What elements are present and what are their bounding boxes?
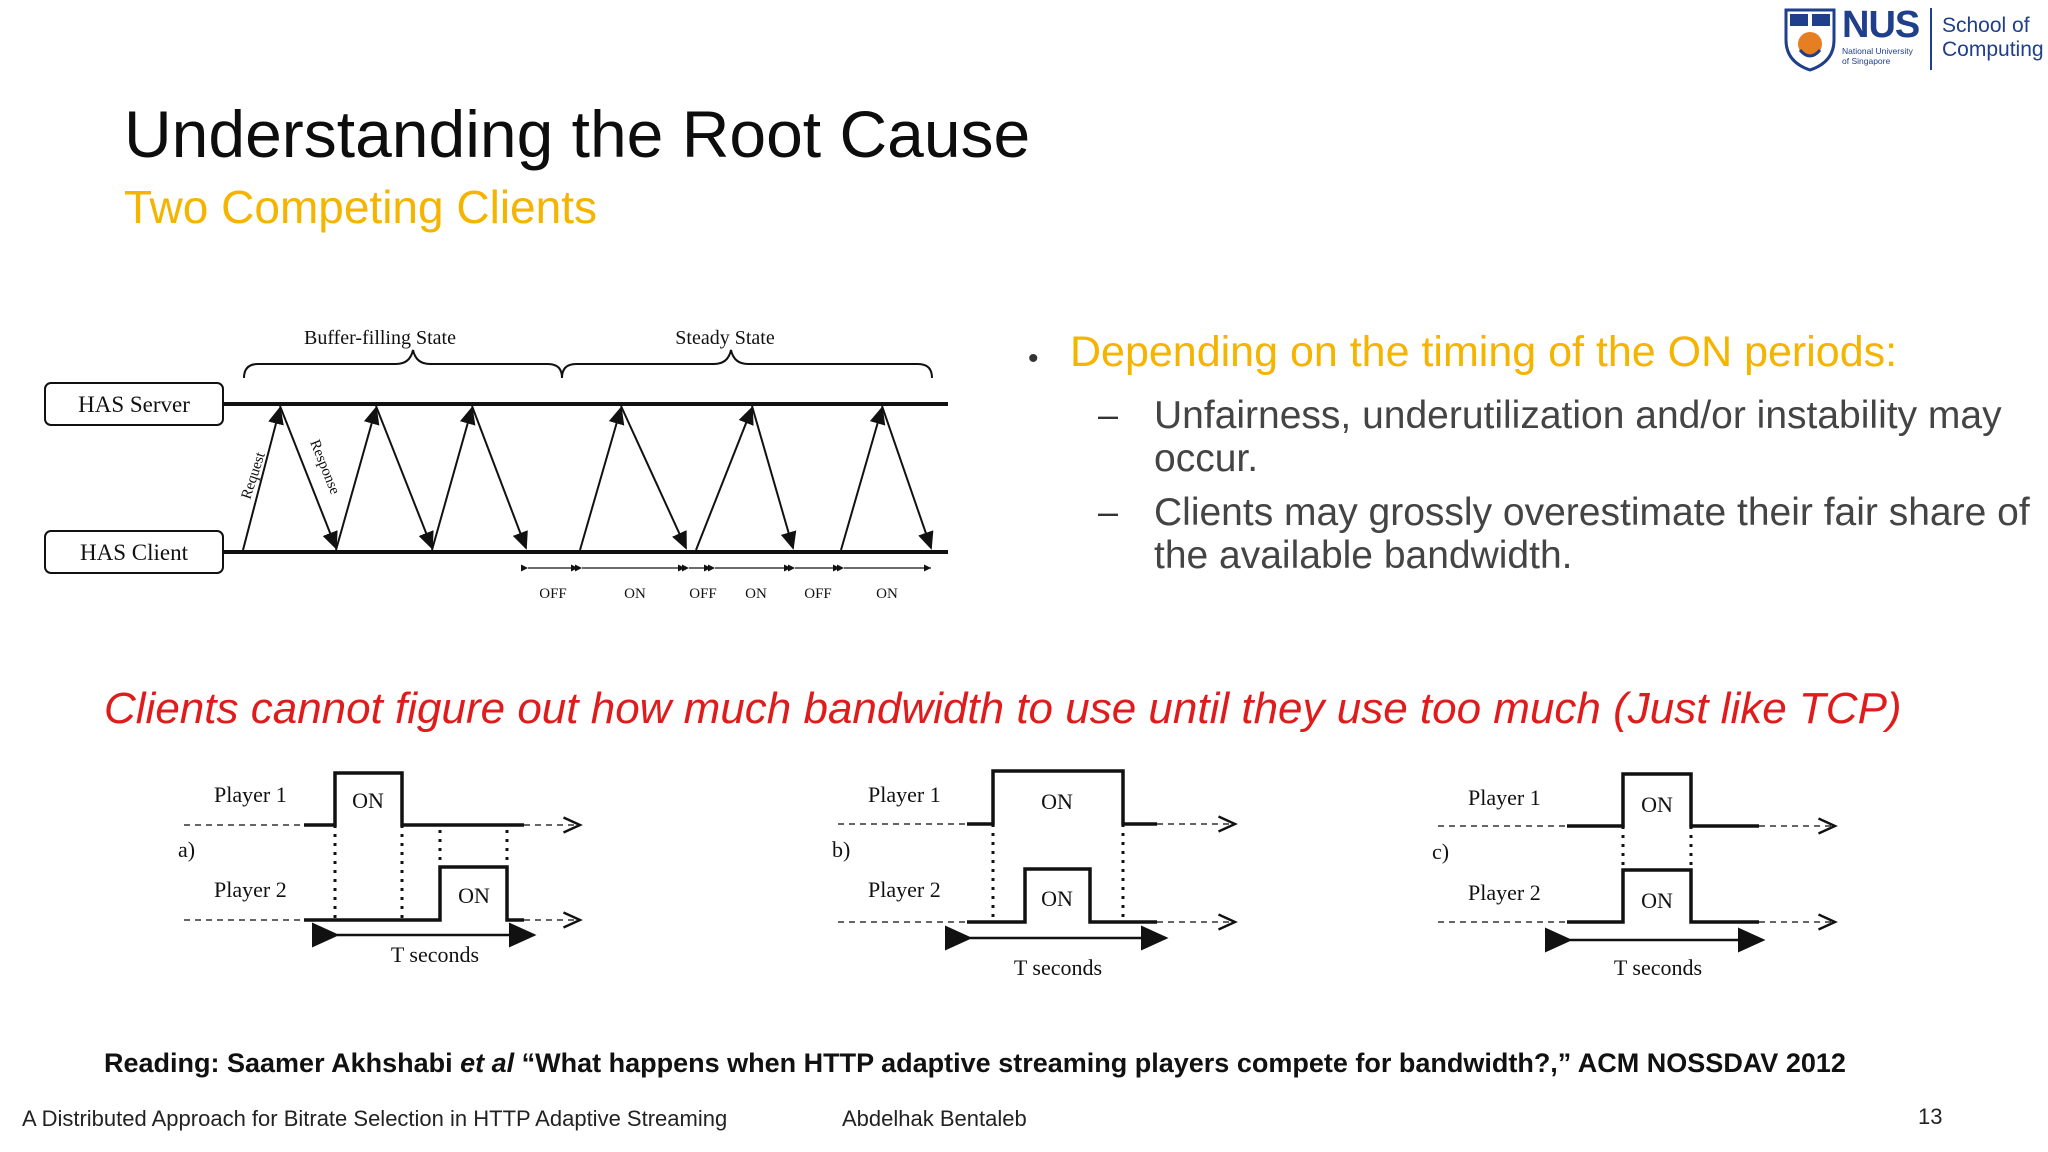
bullet-dash: – (1098, 394, 1119, 435)
reading-reference: Reading: Saamer Akhshabi et al “What hap… (104, 1048, 1846, 1079)
player2-label: Player 2 (214, 877, 287, 902)
player1-signal (967, 769, 1157, 826)
nus-logo: NUS National University of Singapore Sch… (1780, 4, 2048, 74)
player2-on-label: ON (1041, 886, 1073, 911)
bullet-sub-text: Clients may grossly overestimate their f… (1154, 491, 2030, 577)
slide-subtitle: Two Competing Clients (124, 181, 597, 233)
player1-signal (304, 771, 524, 827)
reading-etal: et al (460, 1048, 515, 1078)
logo-university: National University of Singapore (1842, 46, 1932, 66)
reading-prefix: Reading: Saamer Akhshabi (104, 1048, 461, 1078)
period-label: T seconds (391, 942, 479, 967)
timing-panel-c: Player 1 c) Player 2 ON ON T seconds (1432, 772, 1838, 980)
player1-on-label: ON (1041, 789, 1073, 814)
player2-label: Player 2 (868, 877, 941, 902)
has-client-label: HAS Client (80, 540, 189, 565)
player2-on-label: ON (458, 883, 490, 908)
period-label-on: ON (876, 586, 898, 602)
bullet-sub-text: Unfairness, underutilization and/or inst… (1154, 394, 2002, 480)
player1-signal (1567, 772, 1759, 828)
logo-university-line: of Singapore (1842, 56, 1891, 66)
reading-suffix: “What happens when HTTP adaptive streami… (514, 1048, 1846, 1078)
period-label-off: OFF (804, 586, 832, 602)
logo-school-line: Computing (1942, 38, 2044, 61)
period-label-on: ON (745, 586, 767, 602)
nus-crest-icon (1784, 8, 1836, 72)
period-label-off: OFF (539, 586, 567, 602)
panel-letter: a) (178, 837, 195, 862)
player1-on-label: ON (352, 788, 384, 813)
slide-title: Understanding the Root Cause (124, 97, 1031, 171)
panel-letter: c) (1432, 839, 1449, 864)
page-number: 13 (1918, 1104, 1943, 1129)
phase-label-buffer-filling: Buffer-filling State (304, 327, 456, 349)
alignment-markers (333, 825, 509, 920)
period-label: T seconds (1014, 955, 1102, 980)
has-timeline-diagram: Buffer-filling State Steady State HAS Se… (44, 327, 948, 602)
logo-school: School of Computing (1942, 14, 2044, 62)
panel-letter: b) (832, 837, 850, 862)
player1-label: Player 1 (868, 782, 941, 807)
player2-signal (967, 867, 1157, 924)
period-label-off: OFF (689, 586, 717, 602)
buffer-filling-brace (243, 349, 563, 379)
player2-label: Player 2 (1468, 880, 1541, 905)
alignment-markers (1621, 826, 1693, 870)
logo-school-line: School of (1942, 14, 2030, 37)
phase-label-steady: Steady State (675, 327, 775, 349)
logo-divider (1930, 8, 1932, 70)
timing-panel-b: Player 1 b) Player 2 ON ON T seconds (832, 769, 1238, 980)
player1-label: Player 1 (214, 782, 287, 807)
has-server-label: HAS Server (78, 392, 190, 417)
footer-presentation-title: A Distributed Approach for Bitrate Selec… (22, 1106, 728, 1131)
period-label-on: ON (624, 586, 646, 602)
highlight-statement: Clients cannot figure out how much bandw… (104, 684, 1902, 733)
logo-university-line: National University (1842, 46, 1913, 56)
player2-signal (1567, 868, 1759, 924)
steady-state-brace (561, 349, 933, 379)
bullet-dash: – (1098, 491, 1119, 532)
request-label: Request (239, 450, 269, 502)
bullet-dot: • (1028, 342, 1039, 375)
logo-brand: NUS (1842, 4, 1920, 46)
bullet-main-text: Depending on the timing of the ON period… (1070, 328, 1898, 376)
timing-panel-a: Player 1 a) Player 2 ON ON T seconds (178, 771, 583, 967)
request-response-arrows (242, 405, 934, 551)
player1-label: Player 1 (1468, 785, 1541, 810)
player2-on-label: ON (1641, 888, 1673, 913)
player2-signal (304, 865, 524, 922)
period-label: T seconds (1614, 955, 1702, 980)
footer-author: Abdelhak Bentaleb (842, 1106, 1027, 1131)
alignment-markers (991, 824, 1125, 922)
player1-on-label: ON (1641, 792, 1673, 817)
